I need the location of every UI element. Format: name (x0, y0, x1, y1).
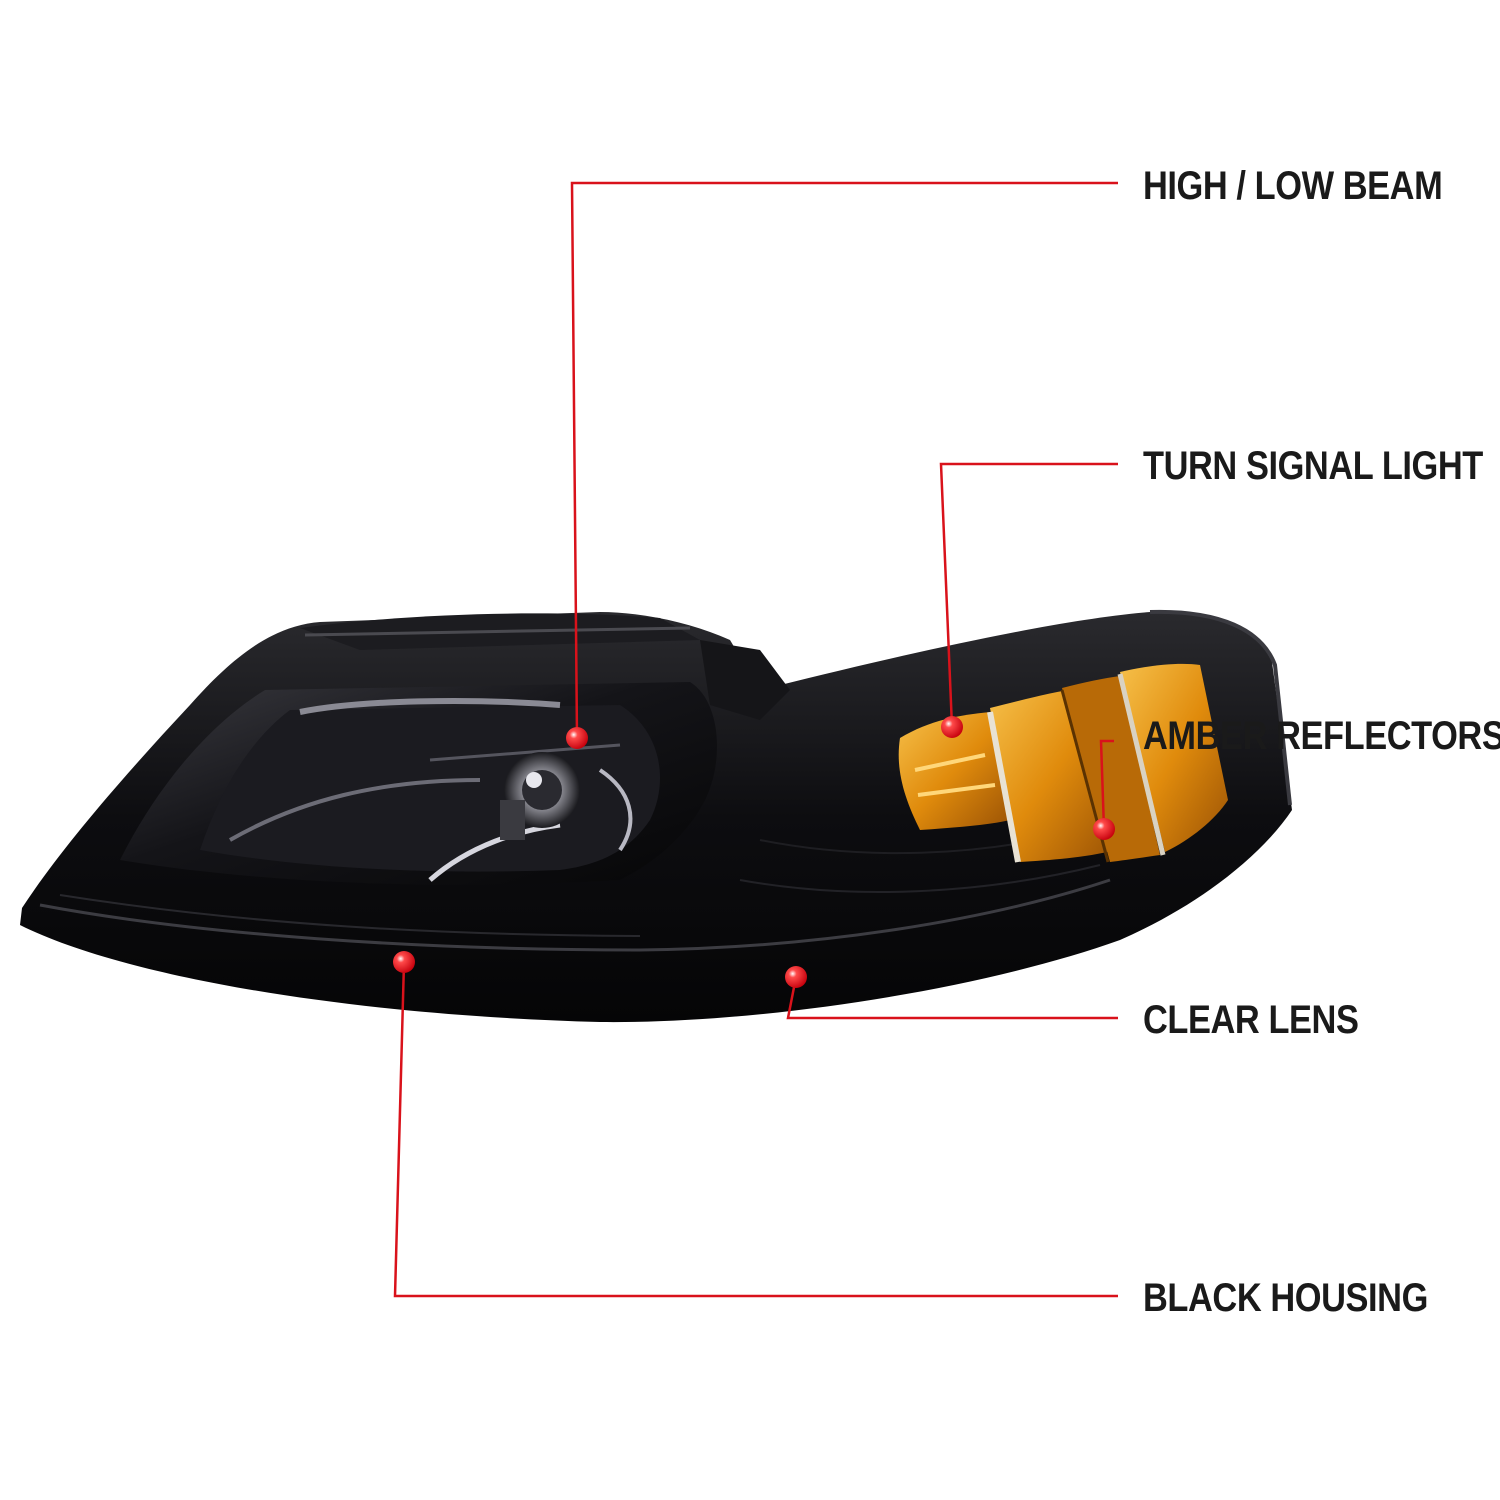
label-turn-signal-light: TURN SIGNAL LIGHT (1143, 444, 1483, 488)
amber-reflectors (898, 663, 1228, 863)
marker-black-housing (393, 951, 415, 973)
label-clear-lens: CLEAR LENS (1143, 998, 1359, 1042)
marker-high-low-beam (566, 727, 588, 749)
marker-amber-reflectors (1093, 818, 1115, 840)
leader-line-black-housing (393, 961, 1118, 1298)
leader-line-high-low-beam (570, 181, 1118, 739)
label-high-low-beam: HIGH / LOW BEAM (1143, 164, 1443, 208)
marker-turn-signal (941, 716, 963, 738)
label-black-housing: BLACK HOUSING (1143, 1276, 1428, 1320)
leader-lines (393, 181, 1118, 1298)
leader-line-turn-signal (939, 462, 1118, 728)
leader-line-amber-reflectors (1099, 739, 1114, 830)
label-amber-reflectors: AMBER REFLECTORS (1143, 714, 1500, 758)
callout-markers (393, 716, 1115, 988)
leader-line-clear-lens (786, 976, 1118, 1020)
marker-clear-lens (785, 966, 807, 988)
